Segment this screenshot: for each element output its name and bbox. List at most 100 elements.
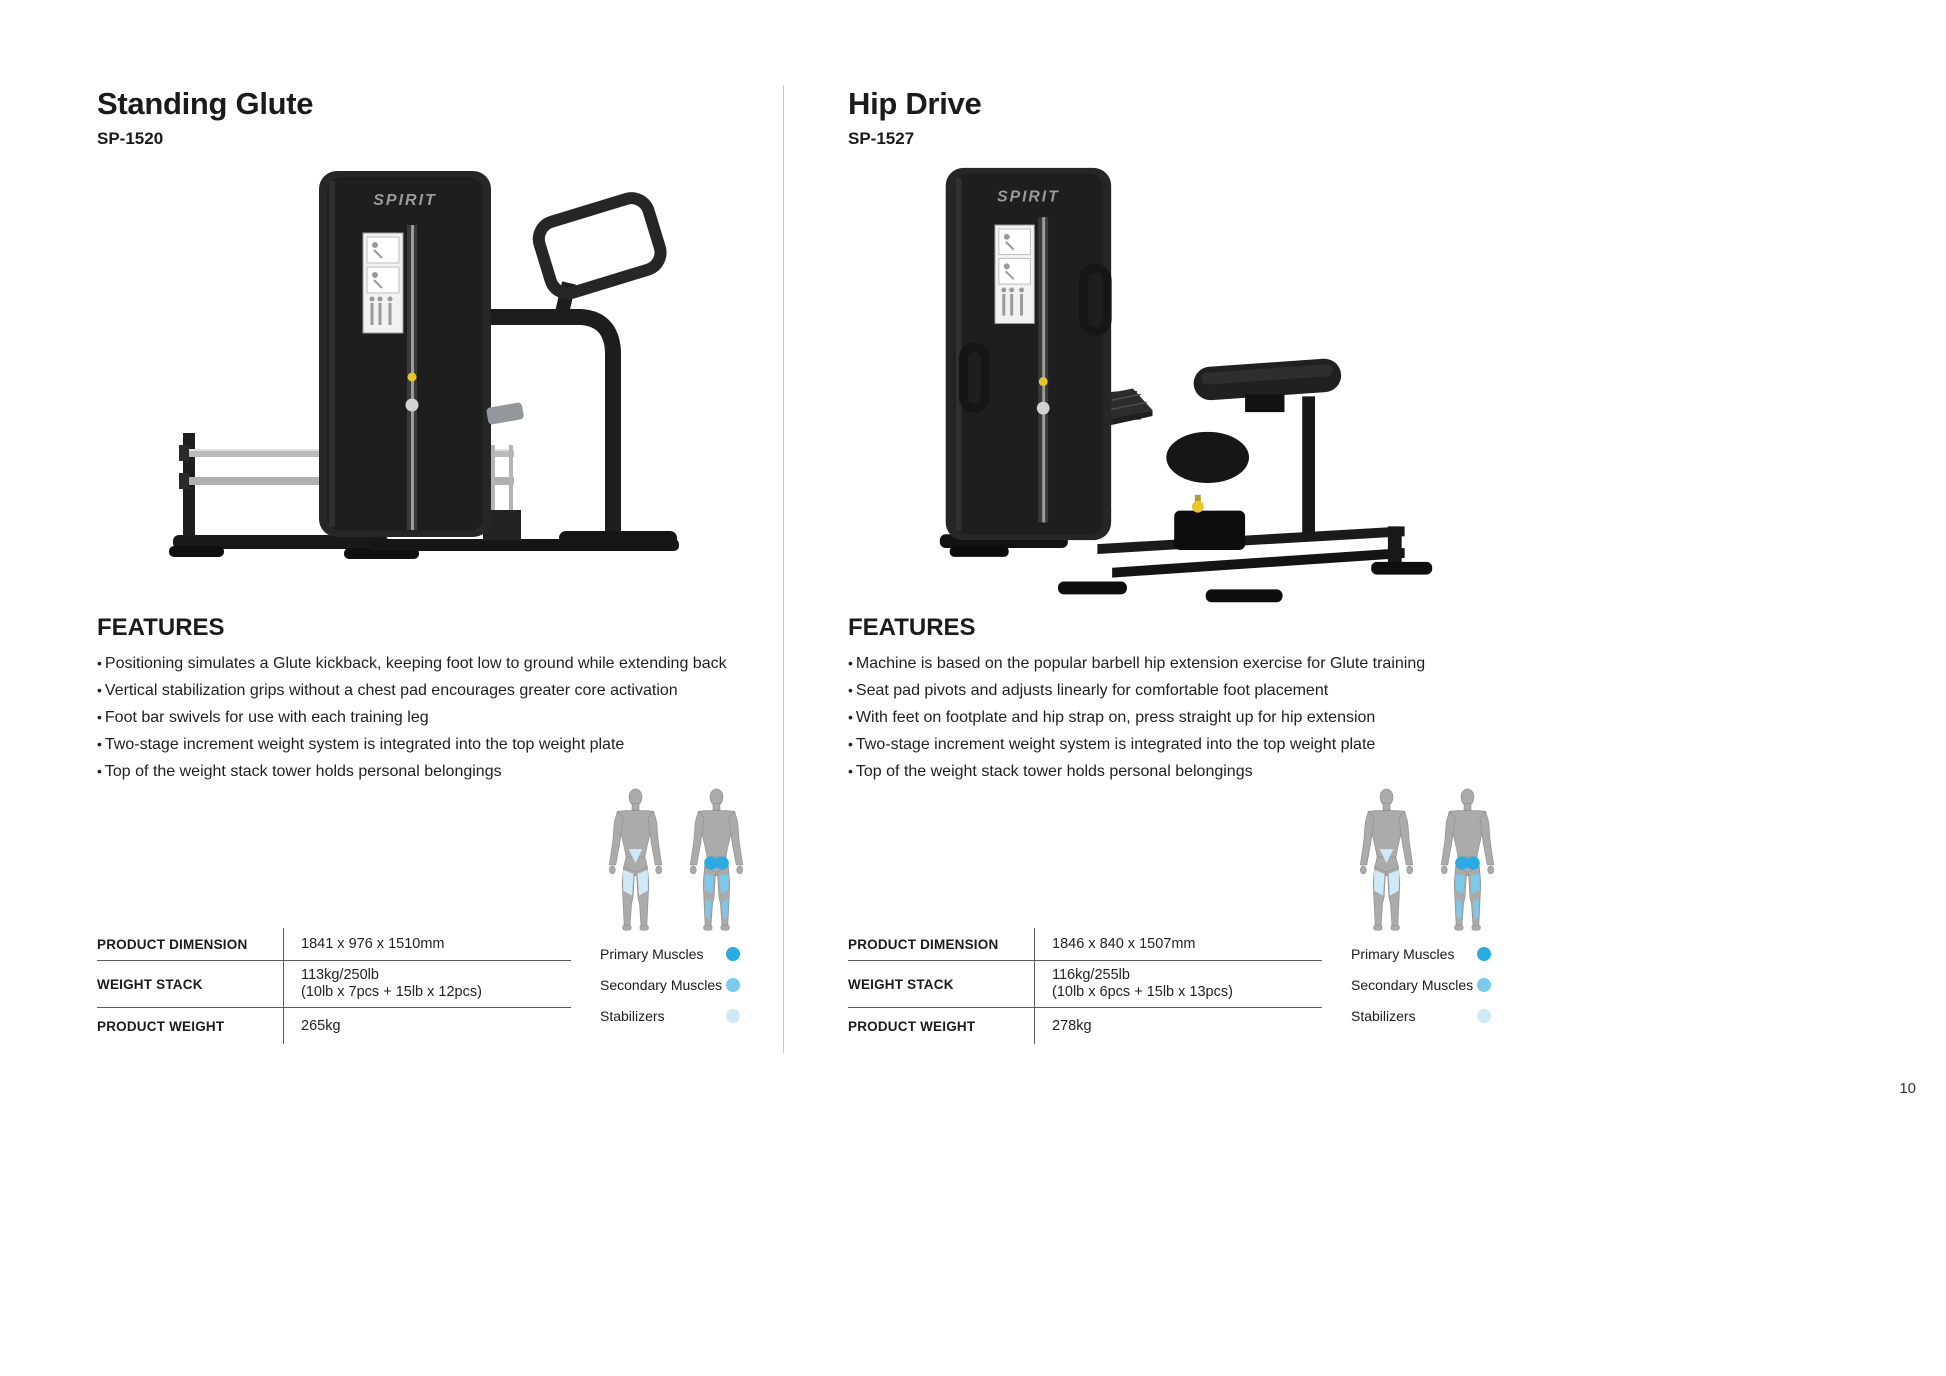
features-heading: FEATURES (848, 614, 976, 641)
legend-label: Secondary Muscles (600, 976, 723, 993)
primary-muscles-dot (726, 946, 740, 961)
hip-cushion (1166, 431, 1250, 484)
muscle-legend: Primary Muscles Secondary Muscles Stabil… (600, 946, 740, 1039)
weight-selector (405, 225, 419, 530)
left-grip-handle (958, 342, 990, 413)
adjuster-knob (1191, 500, 1204, 513)
seat-bracket (1245, 394, 1285, 413)
legend-label: Stabilizers (1351, 1007, 1416, 1024)
legend-row-stabilizers: Stabilizers (1351, 1007, 1491, 1024)
product-title: Standing Glute (97, 86, 314, 121)
seat-post (1302, 396, 1316, 535)
spec-row-weight-stack: WEIGHT STACK 116kg/255lb (10lb x 6pcs + … (848, 961, 1322, 1008)
spec-label-product-weight: PRODUCT WEIGHT (848, 1018, 976, 1034)
feature-item: Vertical stabilization grips without a c… (97, 677, 797, 704)
product-title: Hip Drive (848, 86, 982, 121)
foot-pad-right (1371, 561, 1433, 575)
rail-cap-1 (179, 445, 189, 461)
feature-item: Two-stage increment weight system is int… (848, 731, 1548, 758)
legend-label: Secondary Muscles (1351, 976, 1474, 993)
stack-value-line1: 116kg/255lb (1052, 967, 1130, 983)
seat-pad (1193, 358, 1342, 401)
feature-item: Top of the weight stack tower holds pers… (97, 758, 797, 785)
spec-row-product-weight: PRODUCT WEIGHT 265kg (97, 1008, 571, 1044)
instruction-placard (994, 224, 1035, 324)
guide-rod-2 (509, 445, 513, 515)
muscle-diagram (1359, 788, 1495, 931)
legend-row-stabilizers: Stabilizers (600, 1007, 740, 1024)
guide-rod-1 (491, 445, 495, 515)
spec-label-product-weight: PRODUCT WEIGHT (97, 1018, 225, 1034)
spirit-logo-text: SPIRIT (997, 188, 1060, 205)
weight-selector (1036, 217, 1050, 523)
feature-item: Machine is based on the popular barbell … (848, 650, 1548, 677)
foot-pedal-pad (486, 402, 524, 425)
muscle-legend: Primary Muscles Secondary Muscles Stabil… (1351, 946, 1491, 1039)
muscle-figure-back (689, 788, 744, 931)
product-image-standing-glute: SPIRIT (169, 171, 679, 559)
right-grip-handle (1079, 263, 1112, 336)
rail-cap-2 (179, 473, 189, 489)
spec-table: PRODUCT DIMENSION 1841 x 976 x 1510mm WE… (97, 928, 571, 1044)
weight-value-text: 265kg (301, 1017, 341, 1034)
base-box (1174, 510, 1246, 550)
feature-item: Positioning simulates a Glute kickback, … (97, 650, 797, 677)
base-rail-2 (1112, 548, 1405, 578)
base-bar-center (369, 539, 679, 551)
product-section-standing-glute: Standing Glute SP-1520 (97, 0, 797, 1110)
muscle-figure-front (608, 788, 663, 931)
spec-row-weight-stack: WEIGHT STACK 113kg/250lb (10lb x 7pcs + … (97, 961, 571, 1008)
muscle-figure-front (1359, 788, 1414, 931)
legend-row-primary: Primary Muscles (1351, 946, 1491, 962)
front-muscle-highlights (1374, 849, 1399, 896)
tower-edge-highlight (955, 177, 962, 531)
stabilizers-dot (726, 1008, 740, 1023)
base-rail-1 (1097, 526, 1405, 554)
spirit-logo-text: SPIRIT (373, 192, 437, 209)
stack-value-line2: (10lb x 7pcs + 15lb x 12pcs) (301, 984, 482, 1000)
dimension-value-text: 1841 x 976 x 1510mm (301, 935, 445, 952)
spec-row-dimension: PRODUCT DIMENSION 1846 x 840 x 1507mm (848, 928, 1322, 961)
spec-label-weight-stack: WEIGHT STACK (848, 976, 954, 992)
back-muscle-highlights (1455, 856, 1480, 920)
secondary-muscles-dot (1477, 977, 1491, 992)
stack-value-line2: (10lb x 6pcs + 15lb x 13pcs) (1052, 984, 1233, 1000)
features-list: Machine is based on the popular barbell … (848, 650, 1548, 785)
primary-muscles-dot (1477, 946, 1491, 961)
tower-face (327, 177, 483, 531)
tower-face (953, 173, 1104, 535)
spec-row-dimension: PRODUCT DIMENSION 1841 x 976 x 1510mm (97, 928, 571, 961)
legend-row-primary: Primary Muscles (600, 946, 740, 962)
spec-label-dimension: PRODUCT DIMENSION (97, 936, 248, 952)
spec-value-product-weight: 278kg (1034, 1008, 1322, 1044)
page-number: 10 (1899, 1080, 1916, 1097)
spec-value-weight-stack: 116kg/255lb (10lb x 6pcs + 15lb x 13pcs) (1034, 961, 1322, 1007)
feature-item: Two-stage increment weight system is int… (97, 731, 797, 758)
secondary-muscles-dot (726, 977, 740, 992)
weight-value-text: 278kg (1052, 1017, 1092, 1034)
stability-handle-loop (532, 192, 667, 300)
instruction-placard (362, 232, 404, 334)
feature-item: Foot bar swivels for use with each train… (97, 704, 797, 731)
spec-row-product-weight: PRODUCT WEIGHT 278kg (848, 1008, 1322, 1044)
foot-pad-1 (169, 546, 224, 557)
stack-value-line1: 113kg/250lb (301, 967, 379, 983)
feature-item: Top of the weight stack tower holds pers… (848, 758, 1548, 785)
foot-pad-left (1057, 581, 1127, 595)
legend-label: Stabilizers (600, 1007, 665, 1024)
product-model: SP-1520 (97, 129, 164, 148)
feature-item: With feet on footplate and hip strap on,… (848, 704, 1548, 731)
product-model: SP-1527 (848, 129, 915, 148)
back-muscle-highlights (704, 856, 729, 920)
product-section-hip-drive: Hip Drive SP-1527 (848, 0, 1548, 1110)
legend-row-secondary: Secondary Muscles (600, 976, 740, 993)
base-bar-left (173, 535, 388, 549)
features-list: Positioning simulates a Glute kickback, … (97, 650, 797, 785)
muscle-diagram (608, 788, 744, 931)
spec-label-weight-stack: WEIGHT STACK (97, 976, 203, 992)
frame-arm (461, 309, 621, 541)
muscle-figure-back (1440, 788, 1495, 931)
spec-value-dimension: 1841 x 976 x 1510mm (283, 928, 571, 960)
tower-foot-pad (949, 546, 1009, 557)
